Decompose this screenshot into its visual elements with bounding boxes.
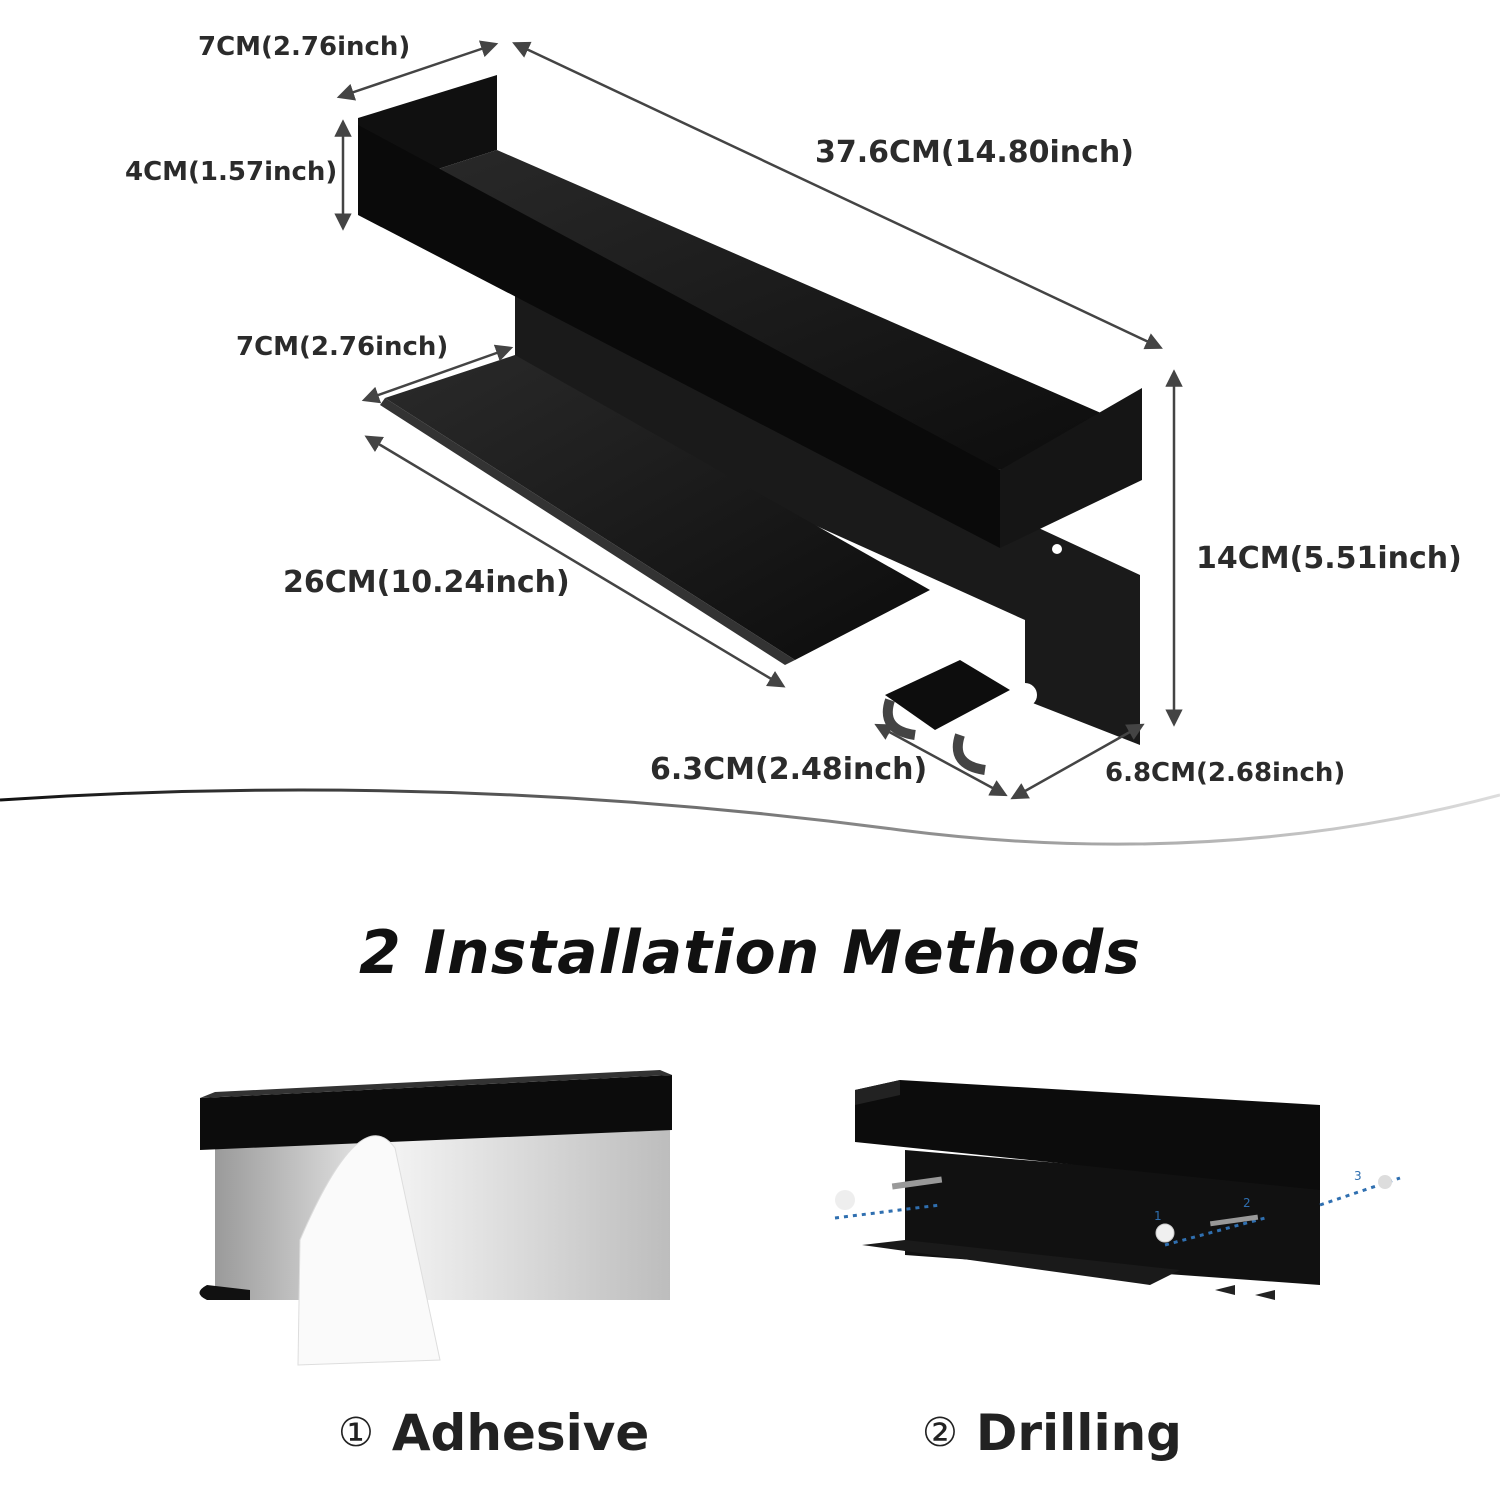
method-drilling: ② Drilling <box>922 1408 1182 1458</box>
dimension-total-height: 14CM(5.51inch) <box>1196 541 1462 576</box>
dimension-hook-depth: 6.3CM(2.48inch) <box>650 752 928 787</box>
section-title: 2 Installation Methods <box>359 918 1141 988</box>
dimension-top-length: 37.6CM(14.80inch) <box>815 135 1134 170</box>
drill-step-2: 2 <box>1243 1196 1251 1210</box>
method-label: Adhesive <box>391 1404 650 1462</box>
dimension-hook-width: 6.8CM(2.68inch) <box>1105 758 1346 788</box>
method-label: Drilling <box>975 1404 1182 1462</box>
drilling-illustration <box>834 1080 1401 1300</box>
adhesive-illustration <box>199 1070 672 1366</box>
dimension-top-depth: 7CM(2.76inch) <box>198 32 411 62</box>
dimension-lines <box>334 40 1183 800</box>
method-number: ① <box>338 1410 374 1456</box>
method-number: ② <box>922 1410 958 1456</box>
drill-step-1: 1 <box>1154 1209 1162 1223</box>
dimension-bottom-depth: 7CM(2.76inch) <box>236 332 449 362</box>
method-adhesive: ① Adhesive <box>338 1408 649 1458</box>
divider-wave <box>0 788 1500 846</box>
drill-step-3: 3 <box>1354 1169 1362 1183</box>
dimension-bottom-length: 26CM(10.24inch) <box>283 565 570 600</box>
dimension-top-height: 4CM(1.57inch) <box>125 157 338 187</box>
